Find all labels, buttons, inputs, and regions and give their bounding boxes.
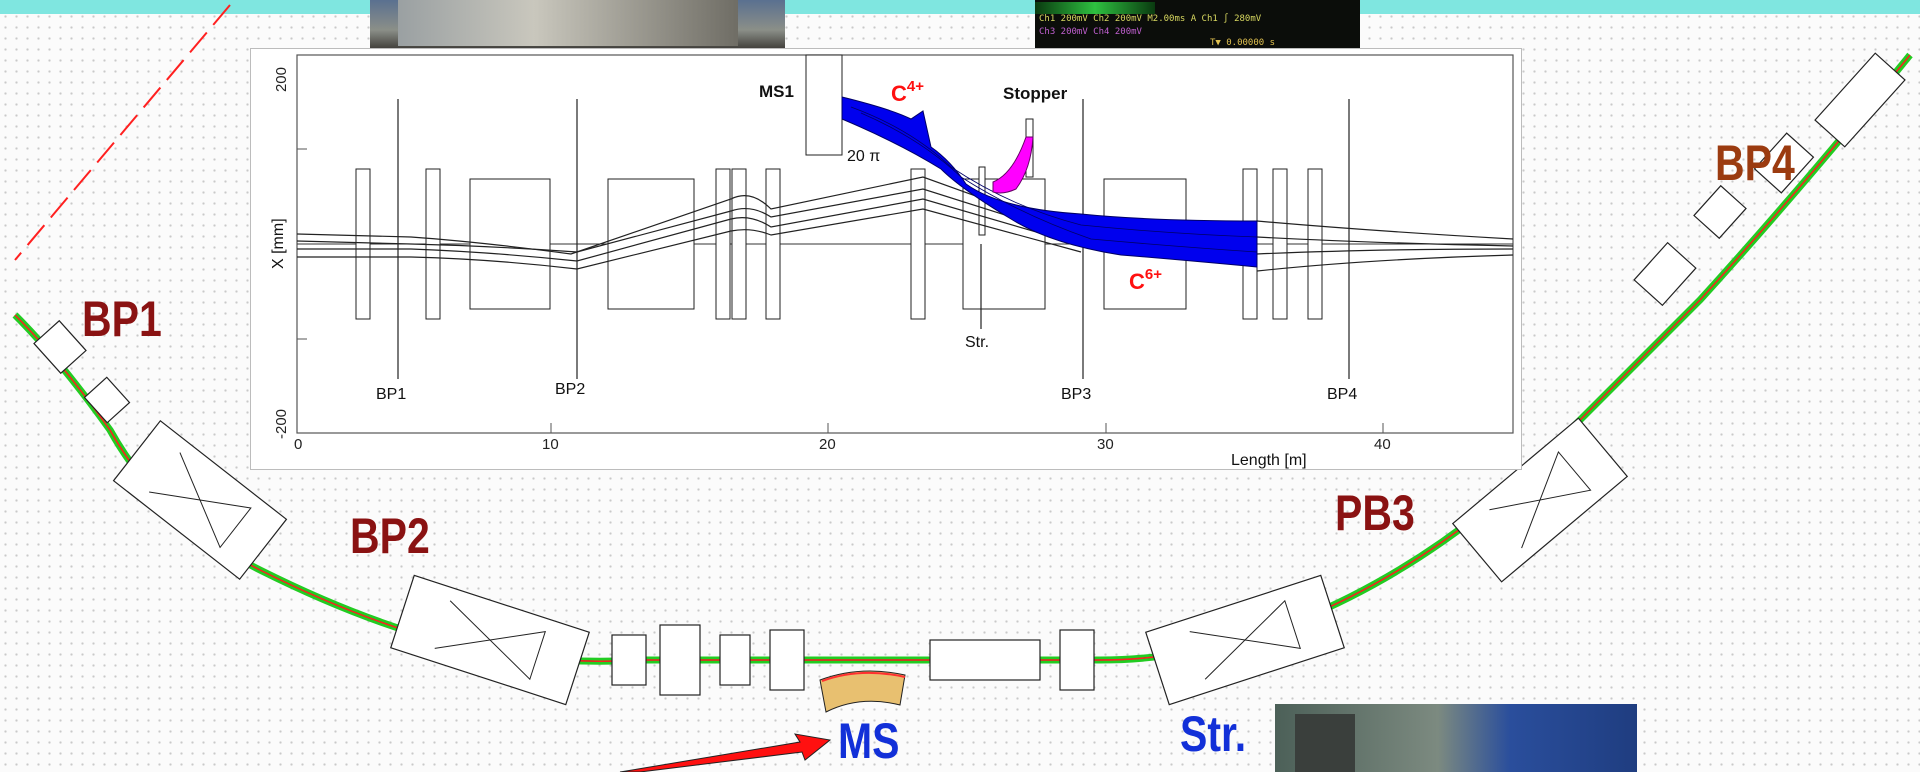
beamline-elements-upper-right	[1633, 52, 1906, 307]
label-bp2: BP2	[350, 508, 430, 564]
dipole-magnet-right-1	[1145, 574, 1345, 706]
ms-septum-element	[819, 670, 906, 713]
c4-beam-band-stripes	[850, 106, 1258, 253]
dipole-magnet-left-2	[390, 574, 590, 706]
probe-label-bp2: BP2	[555, 381, 585, 398]
y-tick-minus-200: -200	[273, 409, 290, 439]
x-tick-0: 0	[294, 436, 302, 453]
dipole-magnet-left-1	[112, 419, 288, 581]
equipment-photo-bottom-right	[1275, 704, 1637, 772]
label-pb3: PB3	[1335, 485, 1415, 541]
c4-beam-band	[841, 96, 1258, 268]
beamline-elements-upper-left	[33, 319, 131, 424]
label-ms: MS	[838, 713, 900, 769]
equipment-photo-top-left	[370, 0, 785, 50]
label-bp1: BP1	[82, 291, 162, 347]
x-tick-40: 40	[1374, 436, 1391, 453]
label-stripper: Str.	[1180, 706, 1247, 762]
envelope-lines	[296, 176, 1514, 272]
c4-label-charge: 4+	[907, 78, 924, 95]
stopper-label: Stopper	[1003, 84, 1068, 103]
ms1-element	[805, 54, 843, 156]
dipole-magnet-right-2	[1451, 417, 1629, 583]
ms-pointer-arrow	[619, 733, 832, 772]
emittance-label: 20 π	[847, 148, 880, 165]
x-tick-20: 20	[819, 436, 836, 453]
c4-label-base: C	[891, 81, 907, 106]
scope-trace	[1035, 2, 1155, 14]
probe-label-bp3: BP3	[1061, 386, 1091, 403]
scope-channel-readout-2: Ch3 200mV Ch4 200mV	[1039, 27, 1142, 37]
x-axis-label: Length [m]	[1231, 452, 1307, 469]
c6-label: C6+	[1129, 266, 1162, 294]
probe-label-str: Str.	[965, 334, 989, 351]
c6-label-charge: 6+	[1145, 266, 1162, 283]
label-bp4: BP4	[1715, 135, 1795, 191]
probe-label-bp1: BP1	[376, 386, 406, 403]
beam-envelope-inset: MS1 Stopper 20 π C4+ C6+ BP1 BP2 BP3 BP4…	[250, 48, 1522, 470]
oscilloscope-screenshot: Ch1 200mV Ch2 200mV M2.00ms A Ch1 ∫ 280m…	[1035, 0, 1360, 54]
straight-section-components	[611, 624, 1095, 696]
guide-dashed-line	[14, 4, 231, 261]
scope-channel-readout-1: Ch1 200mV Ch2 200mV M2.00ms A Ch1 ∫ 280m…	[1039, 14, 1262, 24]
scope-trigger-readout: T▼ 0.00000 s	[1210, 38, 1276, 48]
y-axis-ticks	[297, 148, 307, 340]
stopper-beam-region	[992, 136, 1034, 194]
x-tick-10: 10	[542, 436, 559, 453]
probe-label-bp4: BP4	[1327, 386, 1357, 403]
y-axis-label: X [mm]	[270, 218, 287, 269]
x-tick-30: 30	[1097, 436, 1114, 453]
y-tick-200: 200	[273, 67, 290, 92]
envelope-plot: MS1 Stopper 20 π C4+ C6+ BP1 BP2 BP3 BP4…	[270, 54, 1514, 469]
ms1-label: MS1	[759, 82, 794, 101]
ms-beam-branch	[821, 671, 906, 682]
c6-label-base: C	[1129, 269, 1145, 294]
x-axis-ticks	[550, 423, 1384, 433]
c4-label: C4+	[891, 78, 924, 106]
